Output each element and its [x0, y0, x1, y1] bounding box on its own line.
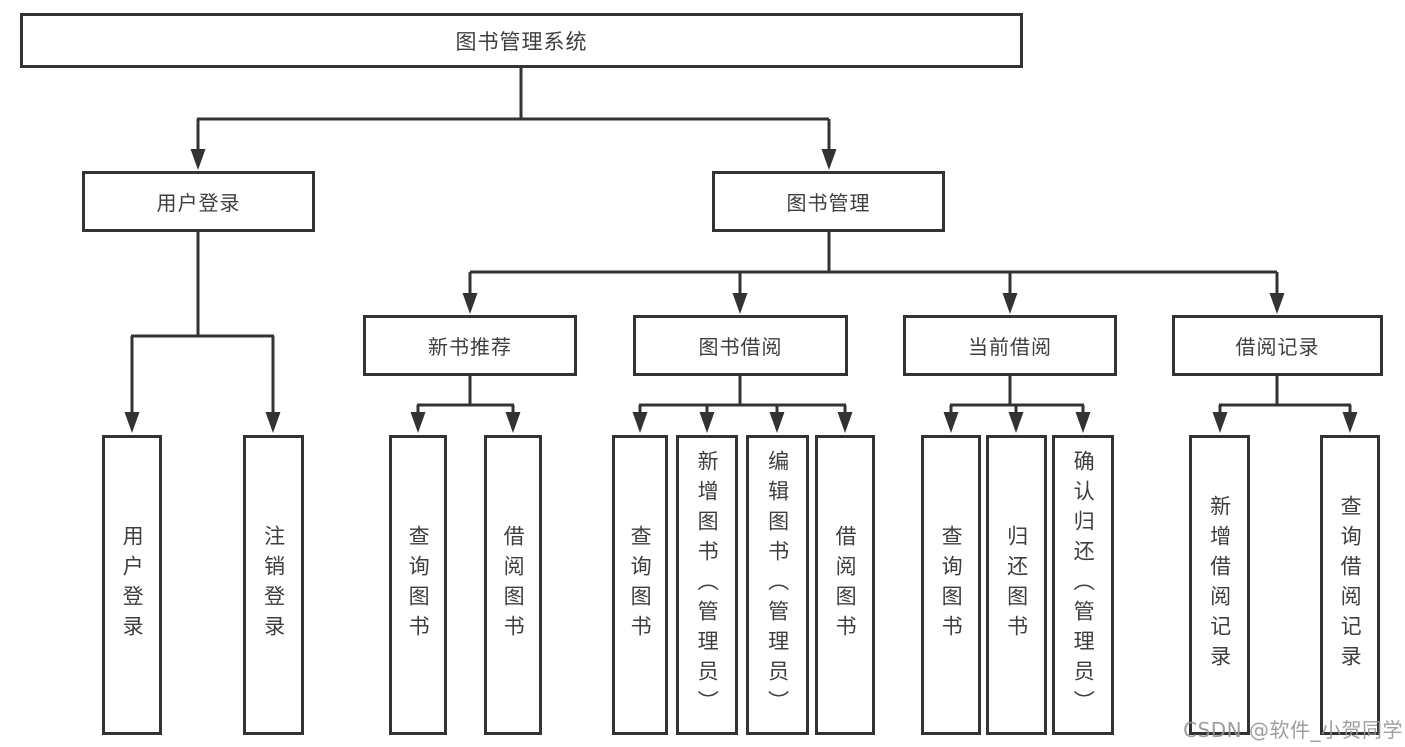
node-label: 图书管理	[786, 191, 871, 215]
leaf-edit-book-admin: 编辑图书（管理员）	[746, 435, 809, 735]
node-label: 借阅图书	[501, 525, 526, 645]
node-label: 用户登录	[156, 191, 241, 215]
node-label: 图书管理系统	[455, 29, 588, 54]
node-new-book-recommendation: 新书推荐	[363, 315, 577, 376]
leaf-user-login: 用户登录	[102, 435, 162, 735]
leaf-query-books-current: 查询图书	[921, 435, 981, 735]
node-label: 确认归还（管理员）	[1071, 450, 1096, 720]
leaf-add-book-admin: 新增图书（管理员）	[676, 435, 738, 735]
leaf-borrow-books-rec: 借阅图书	[484, 435, 542, 735]
node-root-library-system: 图书管理系统	[20, 13, 1023, 68]
node-label: 查询图书	[939, 525, 964, 645]
leaf-return-book: 归还图书	[986, 435, 1047, 735]
node-label: 借阅记录	[1235, 335, 1320, 359]
node-label: 查询借阅记录	[1338, 495, 1363, 675]
node-label: 归还图书	[1004, 525, 1029, 645]
leaf-query-books-rec: 查询图书	[389, 435, 447, 735]
node-label: 图书借阅	[698, 335, 783, 359]
leaf-query-books-borrowing: 查询图书	[612, 435, 668, 735]
node-label: 新增借阅记录	[1207, 495, 1232, 675]
leaf-confirm-return-admin: 确认归还（管理员）	[1052, 435, 1114, 735]
node-label: 新增图书（管理员）	[695, 450, 720, 720]
leaf-logout: 注销登录	[243, 435, 304, 735]
node-label: 查询图书	[628, 525, 653, 645]
node-label: 当前借阅	[968, 335, 1052, 359]
node-book-management: 图书管理	[712, 171, 945, 232]
node-label: 用户登录	[120, 525, 145, 645]
node-label: 新书推荐	[428, 335, 512, 359]
node-current-borrowing: 当前借阅	[903, 315, 1117, 376]
leaf-borrow-books-borrowing: 借阅图书	[815, 435, 875, 735]
node-user-login: 用户登录	[82, 171, 315, 232]
node-label: 编辑图书（管理员）	[765, 450, 790, 720]
node-book-borrowing: 图书借阅	[633, 315, 848, 376]
leaf-add-borrow-record: 新增借阅记录	[1189, 435, 1250, 735]
node-label: 注销登录	[261, 525, 286, 645]
leaf-query-borrow-record: 查询借阅记录	[1320, 435, 1380, 735]
node-label: 借阅图书	[833, 525, 858, 645]
node-borrowing-records: 借阅记录	[1172, 315, 1383, 376]
node-label: 查询图书	[406, 525, 431, 645]
